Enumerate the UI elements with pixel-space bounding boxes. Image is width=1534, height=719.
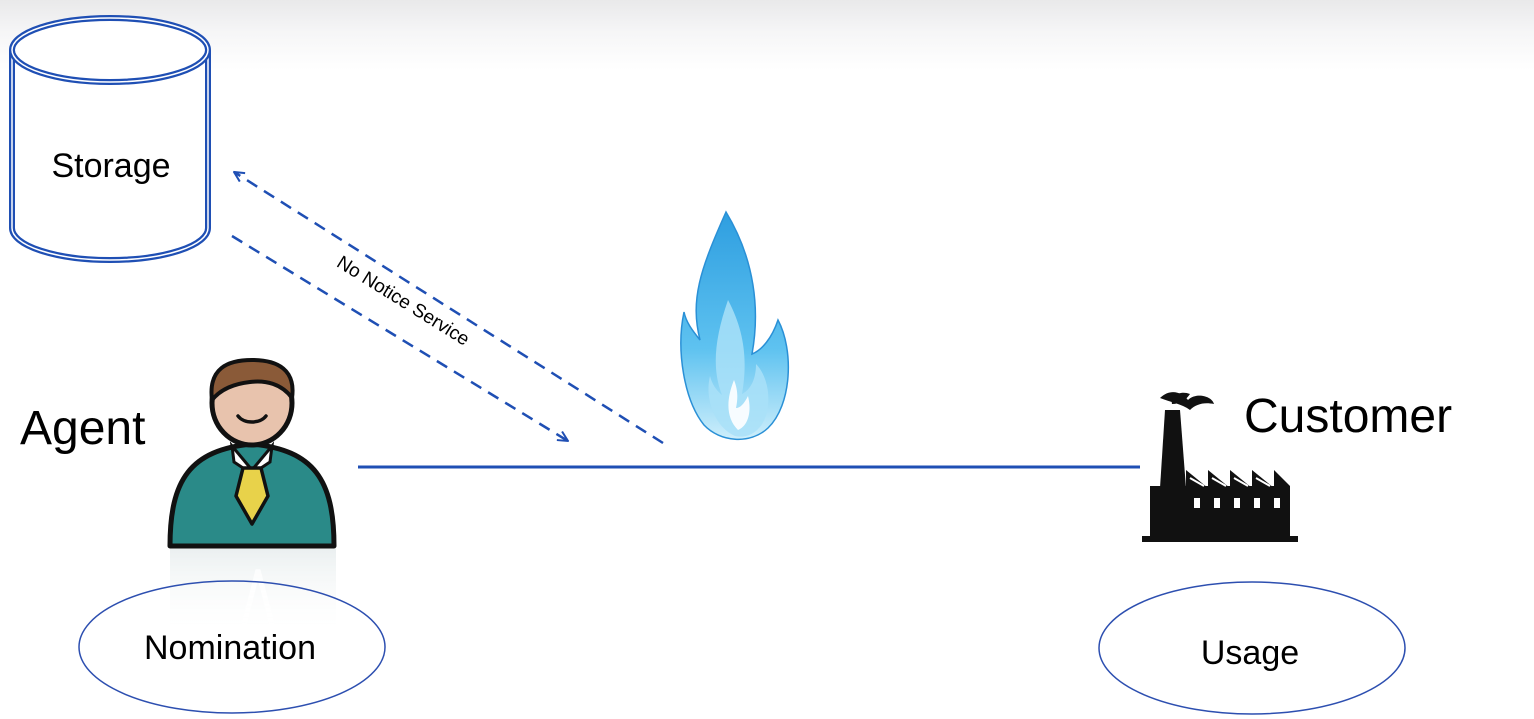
no-notice-service-label: No Notice Service (333, 252, 473, 350)
usage-label: Usage (1201, 634, 1299, 672)
storage-label: Storage (51, 147, 170, 185)
flame-icon (681, 212, 788, 439)
storage-cylinder-icon (12, 18, 208, 260)
no-notice-arrows (232, 172, 663, 443)
agent-label: Agent (20, 402, 145, 455)
person-icon (170, 360, 334, 546)
arrow-to-storage (234, 172, 663, 443)
agent-reflection (170, 548, 336, 640)
nomination-label: Nomination (144, 629, 316, 667)
customer-label: Customer (1244, 390, 1452, 443)
